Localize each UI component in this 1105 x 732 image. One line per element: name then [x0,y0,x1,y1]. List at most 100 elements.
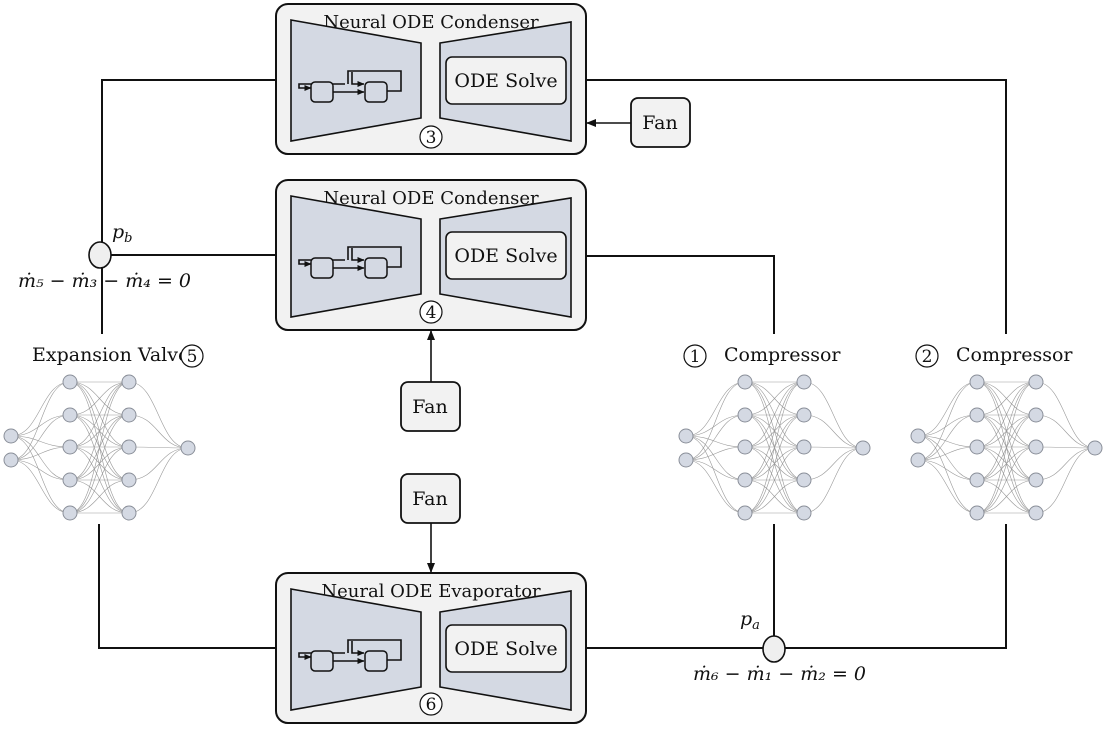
network-edge [917,381,978,437]
network-edge [803,446,864,449]
block-title: Neural ODE Condenser [323,12,539,33]
network-edge [685,435,746,514]
network-node [62,407,78,423]
network-edge [685,381,746,437]
network-node [855,440,871,456]
network-edge [1035,381,1096,449]
network-edge [976,381,1037,514]
network-node [62,472,78,488]
network-node [180,440,196,456]
network-node [3,428,19,444]
network-node [910,428,926,444]
network-edge [917,414,978,461]
expansion-valve-network [3,374,196,521]
network-edge [917,435,978,514]
encoder-trapezoid [290,195,422,318]
network-node [3,452,19,468]
network-node [121,407,137,423]
network-node [1028,439,1044,455]
network-edge [744,381,805,448]
network-node [678,452,694,468]
network-node [1028,472,1044,488]
compressor-1-network [678,374,871,521]
network-edge [128,447,189,481]
network-edge [10,459,71,514]
piping [98,79,1007,649]
block-title: Neural ODE Evaporator [321,581,541,602]
ode-solve-label: ODE Solve [454,245,557,267]
block-index-number: 3 [426,128,437,148]
pipe-junction-b-to-condenser-top [101,79,276,242]
network-edge [128,446,189,449]
network-edge [976,381,1037,416]
network-node [969,439,985,455]
network-node [121,374,137,390]
network-edge [976,414,1037,514]
pipe-condenser-mid-to-compressor-1 [586,255,775,334]
block-index-badge [419,125,443,149]
residual-block-icon [298,70,402,103]
fan-bottom: Fan [400,473,461,573]
network-edge [685,414,746,437]
ode-solve-label: ODE Solve [454,70,557,92]
network-edge [744,381,805,481]
network-node [678,428,694,444]
network-node [1028,505,1044,521]
residual-block-icon [298,639,402,672]
pipe-junction-a-to-compressor-2 [785,524,1007,649]
network-node [969,472,985,488]
network-edge [744,381,805,514]
expansion-valve-index-badge [180,344,204,368]
junction-b-mass-balance: ṁ₅ − ṁ₃ − ṁ₄ = 0 [18,270,191,292]
network-node [62,439,78,455]
network-edge [685,435,746,481]
network-node [1028,374,1044,390]
network-edge [917,414,978,437]
network-edge [685,381,746,461]
network-edge [917,459,978,514]
network-node [969,505,985,521]
network-edge [976,381,1037,481]
fan-top: Fan [586,97,691,148]
network-edge [10,381,71,437]
network-node [796,439,812,455]
pipe-condenser-top-to-compressor-2 [586,79,1007,334]
network-edge [69,414,130,514]
network-edge [744,414,805,514]
network-edge [1035,446,1096,449]
network-node [796,374,812,390]
network-node [737,439,753,455]
network-edge [803,447,864,481]
ode-solve-box [445,231,567,280]
network-edge [744,381,805,416]
network-edge [10,459,71,481]
junction-b-node [88,241,112,269]
network-edge [128,381,189,449]
network-edge [69,381,130,481]
junction-a-node [762,635,786,663]
network-edge [69,381,130,514]
network-edge [10,414,71,461]
compressor-1-text: Compressor [724,344,841,366]
compressor-2-index: 2 [922,347,933,367]
network-node [969,407,985,423]
network-edge [685,414,746,461]
network-node [62,505,78,521]
ode-solve-label: ODE Solve [454,638,557,660]
network-edge [744,479,805,514]
network-node [1028,407,1044,423]
network-edge [1035,414,1096,449]
compressor-2-index-badge [915,344,939,368]
encoder-trapezoid [290,19,422,142]
network-edge [917,435,978,481]
fan-label: Fan [412,488,447,510]
compressor-2-label: 2 Compressor [915,344,1073,368]
network-node [121,472,137,488]
block-index-badge [419,692,443,716]
network-node [1087,440,1103,456]
network-edge [685,459,746,481]
junction-b-pressure: pb [112,221,133,246]
network-node [969,374,985,390]
